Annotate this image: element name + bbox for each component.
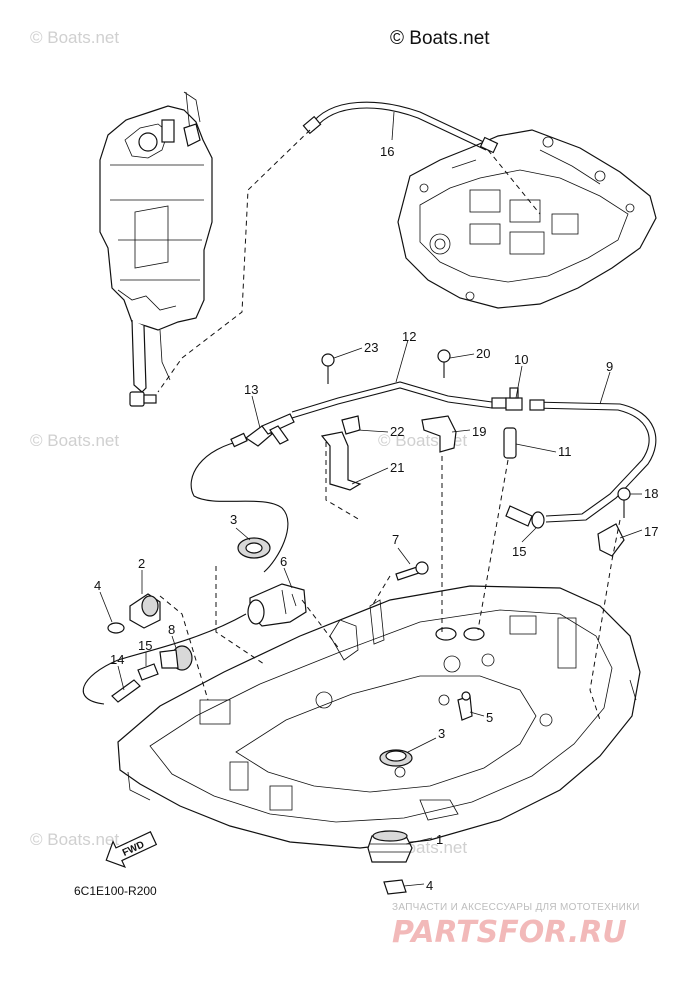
callout-11: 11 [558,444,572,459]
bolt-18 [617,487,631,518]
callout-13: 13 [244,382,258,397]
callout-14: 14 [110,652,124,667]
diagram-code: 6C1E100-R200 [74,884,157,898]
leader-dash [487,149,541,215]
callout-15-right: 15 [512,544,526,559]
clamp-17 [597,523,625,557]
joint-15-right [505,505,545,529]
leader-dash [477,459,509,631]
leader-dash [589,519,621,721]
callout-leaders [99,111,643,887]
fwd-label: FWD [121,839,146,859]
grommet-2 [129,593,161,629]
watermark: © Boats.net [30,28,119,47]
vapor-separator-drawing [99,91,213,407]
callout-5: 5 [486,710,493,725]
callout-21: 21 [390,460,404,475]
leader-dash [371,575,391,607]
hose-11 [503,427,517,459]
bolt-20 [437,349,451,378]
grommet-3-upper [237,537,271,559]
holder-6 [247,583,307,627]
leader-dash [157,129,311,393]
callout-20: 20 [476,346,490,361]
callout-labels: 16 23 12 20 10 9 13 22 19 11 21 3 18 17 … [94,144,658,893]
callout-12: 12 [402,329,416,344]
callout-16: 16 [380,144,394,159]
hose-14 [82,659,141,705]
joint-10 [505,387,523,411]
callout-22: 22 [390,424,404,439]
grommet-3-lower [379,749,413,767]
callout-17: 17 [644,524,658,539]
brand-tagline: ЗАПЧАСТИ И АКСЕССУАРЫ ДЛЯ МОТОТЕХНИКИ [392,902,640,913]
watermark: © Boats.net [30,830,119,849]
hose-12 [291,381,507,419]
callout-9: 9 [606,359,613,374]
bracket-19 [421,415,457,453]
upper-casing-drawing [397,129,657,309]
joint-15-left [137,663,159,681]
clip-4-left [107,622,125,634]
callout-3-lower: 3 [438,726,445,741]
callout-18: 18 [644,486,658,501]
hose-9 [529,399,657,523]
grommet-1 [367,830,413,863]
brand-logo: PARTSFOR.RU [392,915,627,950]
watermark: © Boats.net [30,431,119,450]
callout-7: 7 [392,532,399,547]
bolt-23 [321,353,335,384]
hose-to-6 [117,613,247,661]
leader-dash [215,566,265,665]
callout-1: 1 [436,832,443,847]
callout-15-left: 15 [138,638,152,653]
callout-2: 2 [138,556,145,571]
nipple-8 [159,645,193,671]
callout-8: 8 [168,622,175,637]
plug-5 [457,691,473,721]
screw-7 [395,561,429,581]
leader-dash [325,442,361,521]
callout-19: 19 [472,424,486,439]
bracket-21 [320,415,362,491]
bottom-cowling-drawing [117,585,641,849]
callout-4-left: 4 [94,578,101,593]
clip-4-bottom [383,879,407,895]
callout-10: 10 [514,352,528,367]
callout-23: 23 [364,340,378,355]
callout-4-bottom: 4 [426,878,433,893]
joint-13 [190,413,295,573]
callout-6: 6 [280,554,287,569]
leader-dash [159,595,209,701]
copyright-label: © Boats.net [390,28,490,49]
callout-3-upper: 3 [230,512,237,527]
leader-dash [301,599,341,651]
hose-16 [302,101,499,154]
